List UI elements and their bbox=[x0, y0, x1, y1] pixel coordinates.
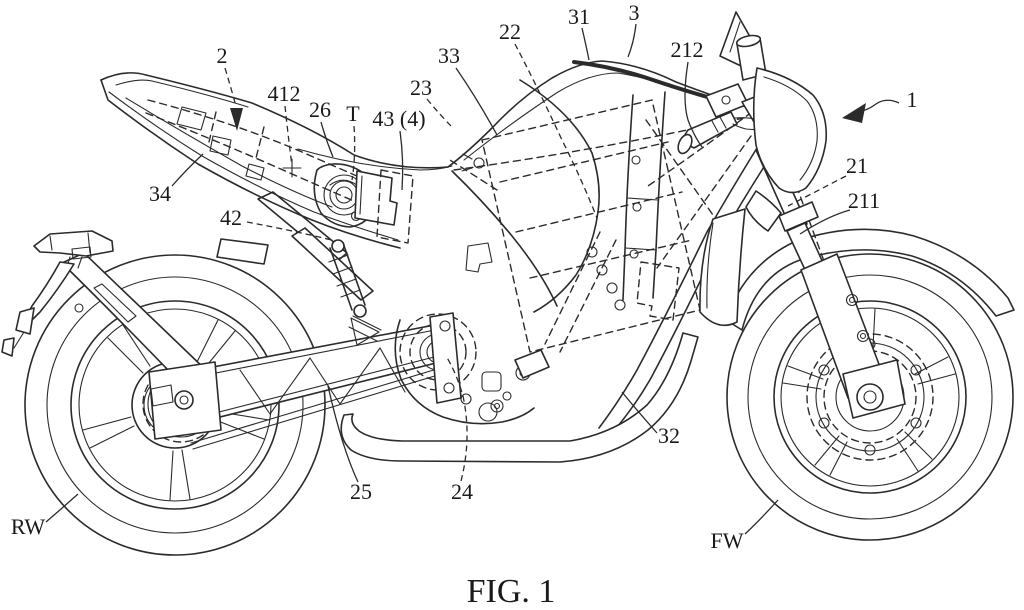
ref-label-RW: RW bbox=[11, 514, 45, 539]
reference-arrow-1 bbox=[842, 103, 866, 123]
reference-labels: 2 412 26 T 43 (4) 23 33 22 31 3 212 1 21… bbox=[11, 0, 918, 610]
ref-label-21: 21 bbox=[846, 153, 868, 178]
seat-underside-components bbox=[313, 153, 485, 244]
ref-label-23: 23 bbox=[410, 75, 432, 100]
ref-label-33: 33 bbox=[438, 43, 460, 68]
rear-mudguard-blade bbox=[27, 261, 75, 323]
ref-label-412: 412 bbox=[268, 81, 301, 106]
ref-label-FW: FW bbox=[711, 528, 744, 553]
rear-suspension bbox=[216, 191, 382, 346]
figure-caption: FIG. 1 bbox=[467, 573, 556, 610]
ref-label-31: 31 bbox=[568, 4, 590, 29]
ref-label-25: 25 bbox=[350, 479, 372, 504]
seat-pointer-arrow bbox=[230, 108, 243, 131]
ref-label-212: 212 bbox=[671, 37, 704, 62]
motor-unit bbox=[394, 312, 550, 425]
ref-label-3: 3 bbox=[629, 0, 640, 25]
ref-label-42: 42 bbox=[220, 205, 242, 230]
ref-412-target-cross bbox=[282, 158, 302, 178]
ref-label-T: T bbox=[346, 101, 360, 126]
ref-label-24: 24 bbox=[451, 479, 473, 504]
headlight bbox=[745, 67, 828, 232]
ref-label-211: 211 bbox=[848, 188, 880, 213]
component-43-box bbox=[354, 170, 398, 226]
ref-label-2: 2 bbox=[217, 43, 228, 68]
leader-lines bbox=[45, 23, 900, 535]
ref-label-26: 26 bbox=[309, 97, 331, 122]
belly-pan bbox=[340, 332, 699, 463]
front-wheel bbox=[726, 253, 1014, 541]
ref-label-34: 34 bbox=[149, 181, 171, 206]
ref-label-32: 32 bbox=[658, 423, 680, 448]
ref-label-1: 1 bbox=[907, 87, 918, 112]
tail-light bbox=[33, 230, 114, 257]
front-fender bbox=[725, 228, 1015, 331]
frame bbox=[465, 91, 772, 433]
ref-label-22: 22 bbox=[499, 19, 521, 44]
ref-label-43-4: 43 (4) bbox=[372, 106, 425, 131]
battery-pack-hidden bbox=[481, 99, 701, 353]
swingarm bbox=[148, 323, 449, 450]
rear-shock bbox=[329, 242, 366, 311]
handlebar-grip bbox=[680, 111, 738, 149]
